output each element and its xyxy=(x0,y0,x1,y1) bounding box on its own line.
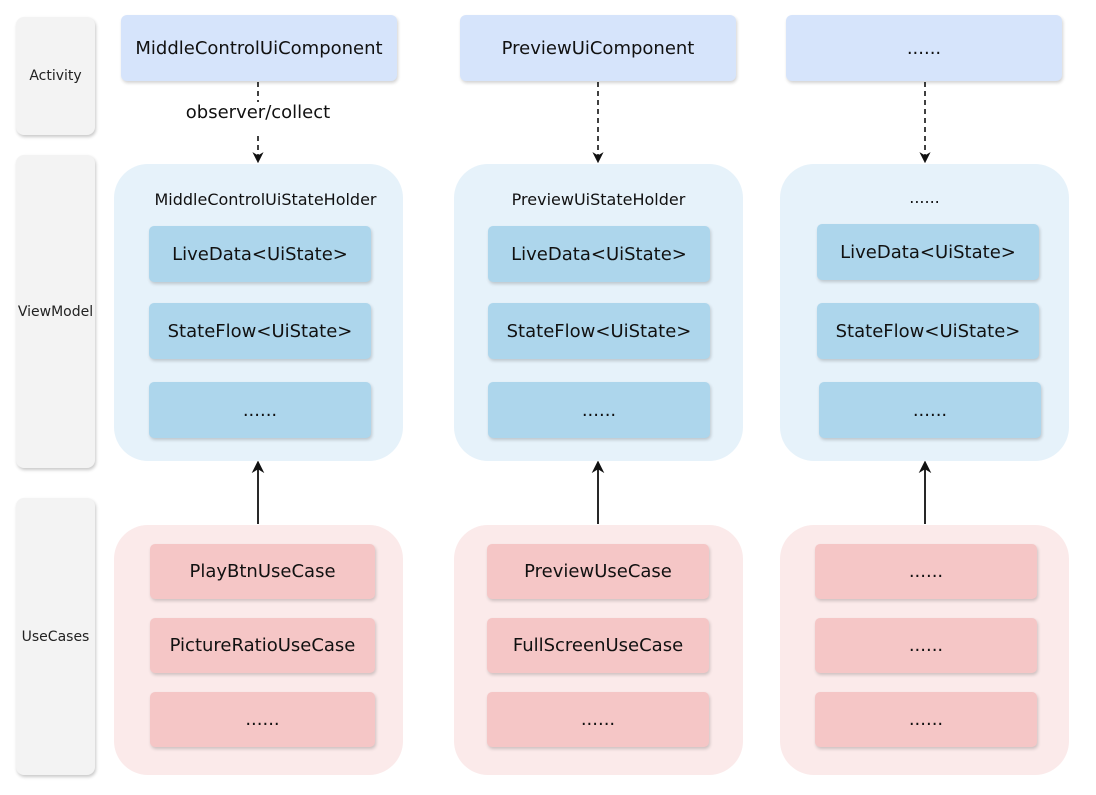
usecase-item-more-1: ...... xyxy=(815,544,1037,599)
holder-item-label: ...... xyxy=(581,399,617,421)
usecase-item-label: ...... xyxy=(580,709,616,730)
usecase-item-fullscreen: FullScreenUseCase xyxy=(487,618,709,673)
usecase-item-preview: PreviewUseCase xyxy=(487,544,709,599)
holder-item-label: ...... xyxy=(242,399,278,421)
component-label: MiddleControlUiComponent xyxy=(135,37,383,59)
holder-item-stateflow: StateFlow<UiState> xyxy=(149,303,371,359)
component-label: ...... xyxy=(906,37,942,59)
holder-item-stateflow: StateFlow<UiState> xyxy=(817,303,1039,359)
holder-title: PreviewUiStateHolder xyxy=(511,190,686,209)
usecase-group-more: ...... ...... ...... xyxy=(780,525,1069,775)
usecase-item-label: FullScreenUseCase xyxy=(512,635,684,656)
holder-item-livedata: LiveData<UiState> xyxy=(817,224,1039,280)
lane-usecases: UseCases xyxy=(16,498,95,775)
holder-group-preview: PreviewUiStateHolder LiveData<UiState> S… xyxy=(454,164,743,461)
lane-viewmodel-label: ViewModel xyxy=(17,303,94,320)
usecase-item-label: PlayBtnUseCase xyxy=(189,561,336,582)
component-middle-control: MiddleControlUiComponent xyxy=(121,15,397,81)
holder-item-label: StateFlow<UiState> xyxy=(835,320,1021,342)
usecase-item-label: PreviewUseCase xyxy=(524,561,672,582)
holder-item-more: ...... xyxy=(149,382,371,438)
edge-label-observer-collect: observer/collect xyxy=(168,102,348,128)
holder-item-label: StateFlow<UiState> xyxy=(506,320,692,342)
usecase-item-label: PictureRatioUseCase xyxy=(169,635,356,656)
usecase-group-middle-control: PlayBtnUseCase PictureRatioUseCase .....… xyxy=(114,525,403,775)
lane-activity: Activity xyxy=(16,17,95,135)
usecase-item-pictureratio: PictureRatioUseCase xyxy=(150,618,375,673)
holder-title: ...... xyxy=(909,188,940,207)
usecase-item-label: ...... xyxy=(908,561,944,582)
holder-item-label: ...... xyxy=(912,399,948,421)
component-preview: PreviewUiComponent xyxy=(460,15,736,81)
holder-item-label: LiveData<UiState> xyxy=(511,243,687,265)
holder-group-middle-control: MiddleControlUiStateHolder LiveData<UiSt… xyxy=(114,164,403,461)
lane-viewmodel: ViewModel xyxy=(16,155,95,468)
holder-item-label: StateFlow<UiState> xyxy=(167,320,353,342)
holder-item-more: ...... xyxy=(819,382,1041,438)
lane-activity-label: Activity xyxy=(29,68,82,84)
holder-item-label: LiveData<UiState> xyxy=(172,243,348,265)
component-label: PreviewUiComponent xyxy=(501,37,695,59)
usecase-item-more: ...... xyxy=(150,692,375,747)
usecase-item-label: ...... xyxy=(908,709,944,730)
usecase-item-more: ...... xyxy=(487,692,709,747)
holder-group-more: ...... LiveData<UiState> StateFlow<UiSta… xyxy=(780,164,1069,461)
component-more: ...... xyxy=(786,15,1062,81)
holder-item-stateflow: StateFlow<UiState> xyxy=(488,303,710,359)
holder-title: MiddleControlUiStateHolder xyxy=(154,190,377,209)
holder-item-more: ...... xyxy=(488,382,710,438)
usecase-item-label: ...... xyxy=(908,635,944,656)
lane-usecases-label: UseCases xyxy=(21,628,90,645)
usecase-item-label: ...... xyxy=(245,709,280,730)
usecase-item-more-3: ...... xyxy=(815,692,1037,747)
usecase-item-playbtn: PlayBtnUseCase xyxy=(150,544,375,599)
holder-item-label: LiveData<UiState> xyxy=(840,241,1016,263)
usecase-item-more-2: ...... xyxy=(815,618,1037,673)
holder-item-livedata: LiveData<UiState> xyxy=(488,226,710,282)
usecase-group-preview: PreviewUseCase FullScreenUseCase ...... xyxy=(454,525,743,775)
holder-item-livedata: LiveData<UiState> xyxy=(149,226,371,282)
